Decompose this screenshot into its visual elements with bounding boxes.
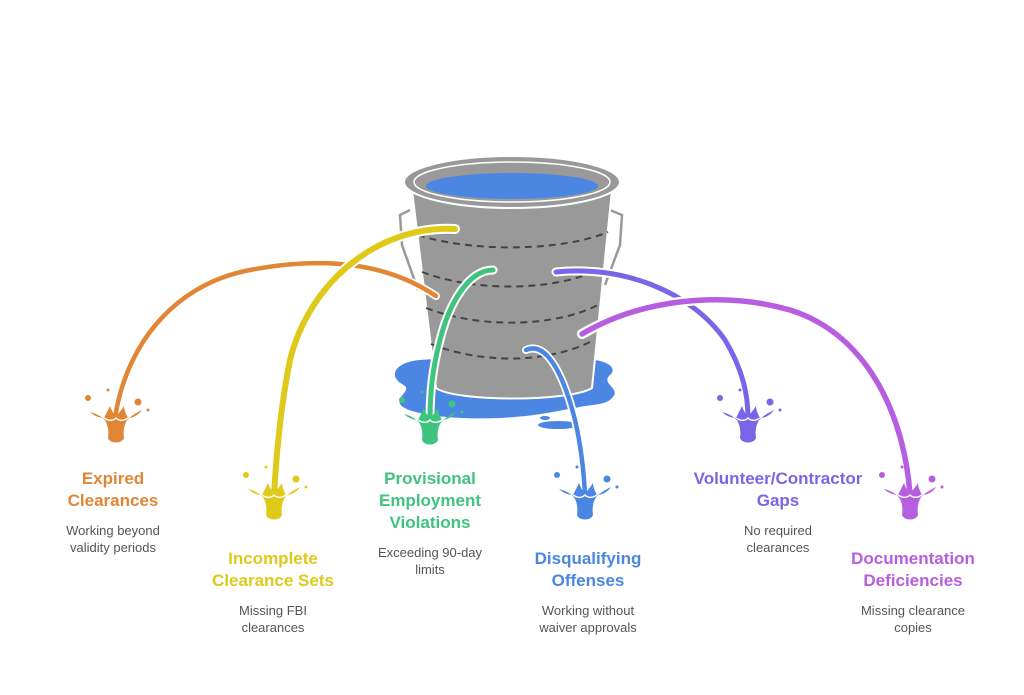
leak-stream-expired-clearances [112,260,439,421]
leak-title-line: Clearance Sets [212,571,334,590]
leak-description-line: No required [744,523,812,538]
leak-title-line: Documentation [851,549,975,568]
leak-description-line: Working beyond [66,523,160,538]
leak-description-line: clearances [746,540,810,555]
leak-title-line: Gaps [756,491,800,510]
leak-title-line: Deficiencies [863,571,963,590]
leak-title-line: Employment [378,491,482,510]
leak-title-line: Disqualifying [534,549,642,568]
leak-description: No required clearances [694,522,863,556]
leak-description: Missing FBI clearances [212,602,334,636]
leak-description: Working without waiver approvals [535,602,642,636]
leak-description-line: clearances [241,620,305,635]
leak-title-line: Incomplete [228,549,318,568]
leak-description-line: Missing clearance [860,603,966,618]
leak-description-line: limits [415,562,445,577]
leak-description-line: validity periods [70,540,156,555]
leak-description: Missing clearance copies [851,602,975,636]
leak-title-line: Offenses [551,571,625,590]
splash-icon [554,465,619,520]
leak-description-line: Missing FBI [239,603,307,618]
leak-title-line: Volunteer/Contractor [693,469,863,488]
leak-splashes [85,388,944,520]
leak-title-line: Provisional [384,469,476,488]
splash-icon [399,390,464,445]
leak-description-line: Exceeding 90-day [377,545,483,560]
leak-title-line: Expired [81,469,145,488]
splash-icon [717,388,782,443]
leak-stream-provisional-employment-violations [427,267,496,423]
leak-description: Exceeding 90-day limits [378,544,482,578]
stream-outline-expired-clearances [111,259,440,422]
leak-stream-documentation-deficiencies [579,297,913,498]
leak-stream-volunteer-contractor-gaps [553,268,751,421]
leak-description: Working beyond validity periods [66,522,160,556]
leak-title-line: Clearances [67,491,159,510]
leak-title-line: Violations [389,513,471,532]
bucket-handle [398,208,624,291]
splash-icon [85,388,150,443]
splash-icon [879,465,944,520]
leak-description-line: copies [894,620,932,635]
leak-description-line: waiver approvals [539,620,637,635]
leak-description-line: Working without [541,603,635,618]
leak-streams [111,223,915,500]
leak-stream-disqualifying-offenses [523,346,588,498]
leak-stream-incomplete-clearance-sets [271,225,458,498]
splash-icon [243,465,308,520]
bucket-icon [403,155,621,400]
